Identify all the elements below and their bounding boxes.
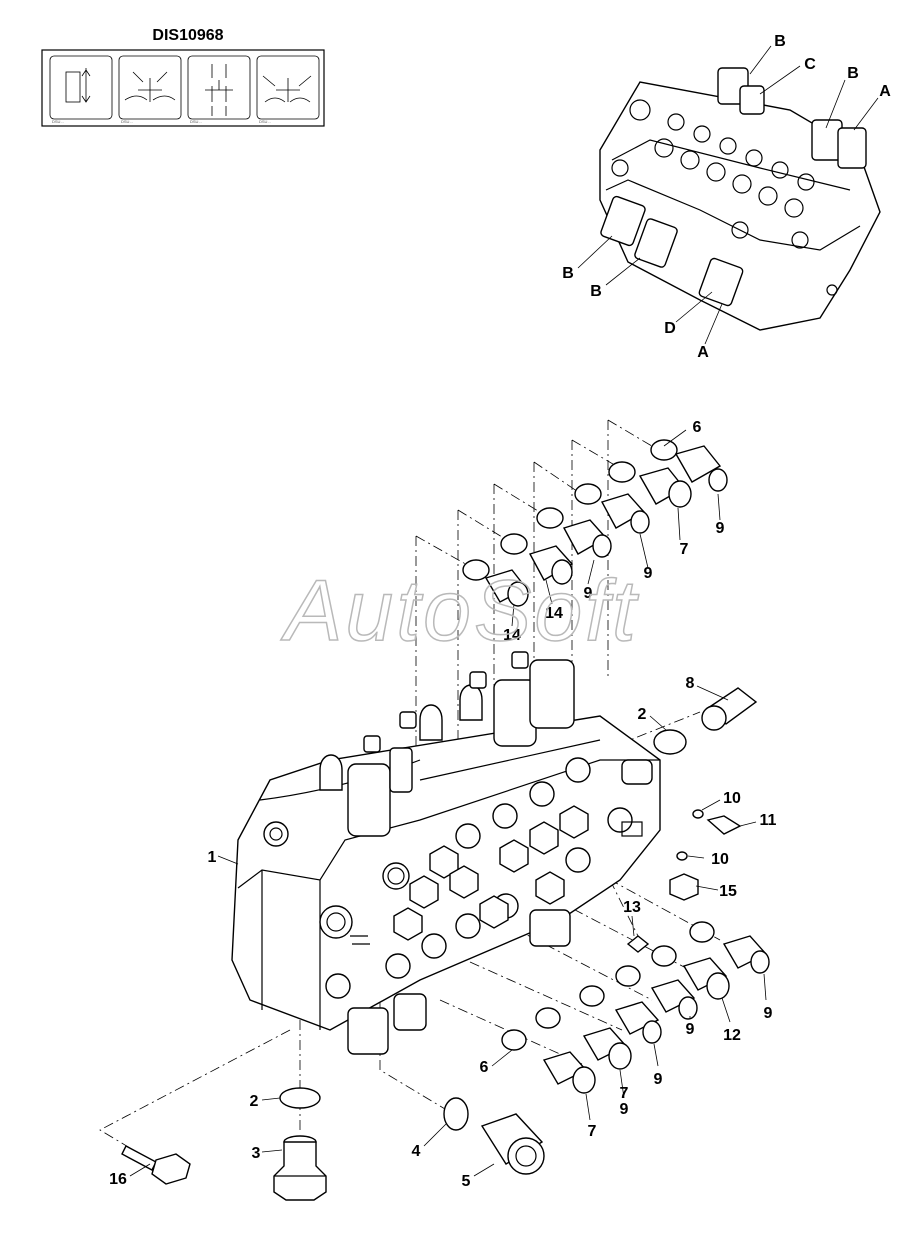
fitting-9-r3 xyxy=(614,1001,660,1035)
diagram-title: DIS10968 xyxy=(152,27,223,44)
bottom-parts xyxy=(121,1087,545,1201)
svg-text:DSU...: DSU... xyxy=(190,119,202,124)
decal-3: DSU... xyxy=(187,55,251,124)
control-valve-body xyxy=(231,715,661,1031)
overview-label: D xyxy=(664,320,676,337)
callout-label: 3 xyxy=(252,1145,261,1162)
overview-label: B xyxy=(562,265,574,282)
decal-2: DSU... xyxy=(118,55,182,124)
callout-label: 11 xyxy=(760,812,777,829)
lower-fittings xyxy=(501,921,770,1094)
decal-strip: DSU... DSU... DSU... DSU... xyxy=(41,49,325,127)
o-ring xyxy=(689,921,715,943)
callout-label: 7 xyxy=(588,1123,597,1140)
overview-ports xyxy=(611,99,838,296)
right-fittings xyxy=(626,687,758,953)
overview-label: B xyxy=(590,283,602,300)
adapter-5 xyxy=(480,1113,545,1175)
plug-13 xyxy=(626,935,650,953)
callout-label: 2 xyxy=(250,1093,259,1110)
callout-label: 9 xyxy=(764,1005,773,1022)
o-ring-2-lower xyxy=(279,1087,321,1109)
callout-label: 6 xyxy=(480,1059,489,1076)
callout-labels: 6 9 7 9 9 14 14 8 2 10 11 10 15 1 13 9 1… xyxy=(109,419,776,1190)
callout-label: 9 xyxy=(686,1021,695,1038)
fitting-9-top xyxy=(650,439,728,492)
fitting-14-right xyxy=(500,533,574,585)
callout-label: 1 xyxy=(208,849,217,866)
callout-label: 10 xyxy=(711,851,729,868)
valve-overview-illustration: B C B A B B D A xyxy=(562,33,891,361)
fitting-8 xyxy=(701,687,758,731)
svg-text:DSU...: DSU... xyxy=(259,119,271,124)
fitting-9-r2 xyxy=(650,979,696,1013)
callout-label: 2 xyxy=(638,706,647,723)
fitting-9-b xyxy=(574,483,650,534)
adapter-3 xyxy=(273,1135,327,1201)
o-ring-10-lower xyxy=(676,851,688,861)
callout-label: 9 xyxy=(654,1071,663,1088)
fitting-14-left xyxy=(462,559,529,607)
callout-label: 4 xyxy=(412,1143,421,1160)
fitting-11 xyxy=(706,815,742,835)
callout-label: 9 xyxy=(620,1101,629,1118)
o-ring-2-upper xyxy=(653,729,687,755)
svg-text:DSU...: DSU... xyxy=(52,119,64,124)
callout-label: 15 xyxy=(719,883,737,900)
overview-leaders xyxy=(577,45,879,345)
upper-fittings xyxy=(462,439,728,607)
bolt-16 xyxy=(121,1145,191,1185)
overview-label: B xyxy=(847,65,859,82)
overview-label: A xyxy=(879,83,891,100)
callout-label: 12 xyxy=(723,1027,741,1044)
callout-label: 14 xyxy=(545,605,563,622)
o-ring-10-upper xyxy=(692,809,704,819)
callout-label: 5 xyxy=(462,1173,471,1190)
callout-label: 9 xyxy=(644,565,653,582)
fitting-15 xyxy=(669,873,699,901)
o-ring-4 xyxy=(443,1097,469,1131)
decal-1: DSU... xyxy=(49,55,113,124)
decal-4: DSU... xyxy=(256,55,320,124)
watermark: AutoSoft xyxy=(280,563,639,659)
callout-label: 7 xyxy=(620,1085,629,1102)
overview-label: A xyxy=(697,344,709,361)
callout-label: 9 xyxy=(716,520,725,537)
callout-label: 7 xyxy=(680,541,689,558)
callout-label: 6 xyxy=(693,419,702,436)
callout-label: 10 xyxy=(723,790,741,807)
callout-label: 9 xyxy=(584,585,593,602)
overview-label: B xyxy=(774,33,786,50)
callout-leaders xyxy=(129,429,767,1177)
fitting-9-a xyxy=(536,507,612,558)
overview-label: C xyxy=(804,56,816,73)
callout-label: 8 xyxy=(686,675,695,692)
svg-text:DSU...: DSU... xyxy=(121,119,133,124)
callout-label: 16 xyxy=(109,1171,127,1188)
callout-label: 13 xyxy=(623,899,641,916)
callout-label: 14 xyxy=(503,627,521,644)
fitting-7 xyxy=(608,461,692,508)
exploded-view: 6 9 7 9 9 14 14 8 2 10 11 10 15 1 13 9 1… xyxy=(99,419,777,1201)
valve-solenoids xyxy=(319,651,575,1055)
